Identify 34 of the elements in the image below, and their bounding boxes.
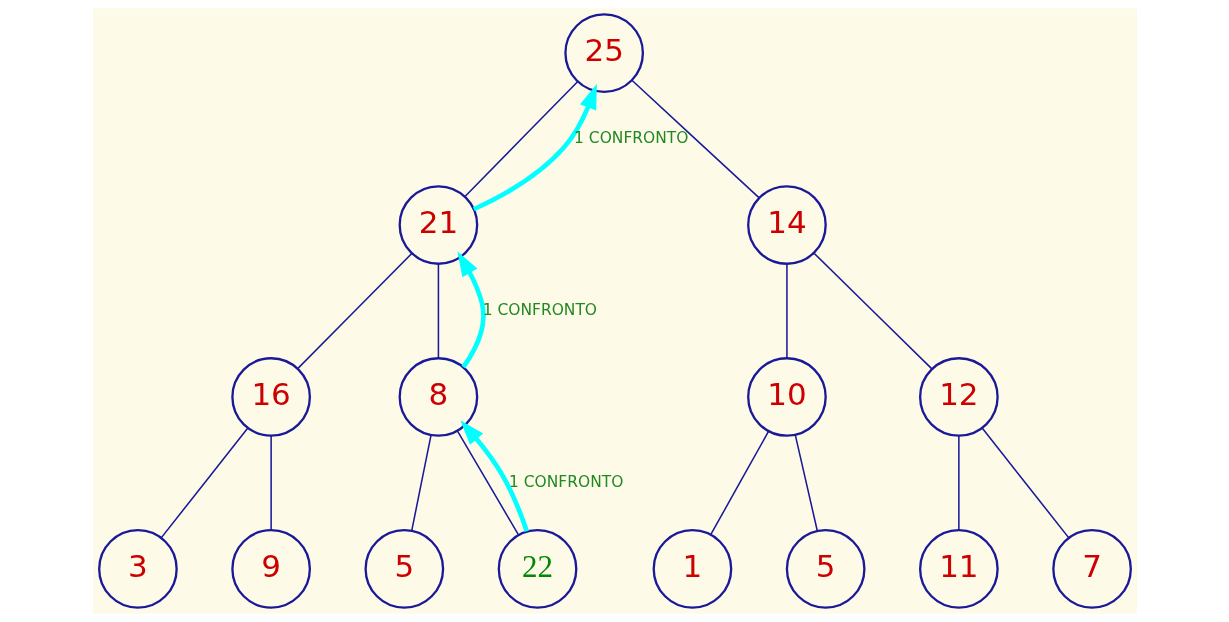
connector	[957, 435, 960, 531]
connector	[463, 81, 578, 198]
node-circle: 8	[398, 357, 478, 437]
node-circle: 5	[785, 529, 866, 609]
connector	[410, 434, 432, 532]
edge-label: 1 CONFRONTO	[573, 128, 688, 147]
edge-label: 1 CONFRONTO	[508, 472, 623, 491]
node-circle: 1	[652, 529, 732, 609]
connector	[437, 263, 439, 359]
connector	[296, 252, 412, 370]
connector	[709, 430, 769, 536]
node-circle: 9	[230, 529, 311, 609]
node-circle: 22	[497, 529, 577, 609]
connector	[785, 263, 788, 359]
node-circle: 7	[1051, 529, 1132, 609]
node-circle: 12	[918, 357, 999, 437]
connector	[159, 427, 248, 539]
arrow	[472, 84, 597, 212]
connector	[981, 427, 1070, 539]
connector	[794, 434, 818, 532]
node-circle: 21	[398, 185, 478, 265]
node-circle: 14	[746, 185, 827, 265]
connector	[269, 435, 272, 531]
node-circle: 10	[746, 357, 827, 437]
arrow	[456, 251, 486, 369]
connector	[812, 252, 932, 370]
connector	[456, 430, 519, 536]
node-circle: 25	[563, 13, 644, 93]
node-circle: 5	[363, 529, 444, 609]
node-circle: 11	[918, 529, 999, 609]
node-circle: 16	[230, 357, 311, 437]
connector	[630, 79, 760, 199]
arrow	[459, 420, 529, 532]
node-circle: 3	[97, 529, 178, 609]
